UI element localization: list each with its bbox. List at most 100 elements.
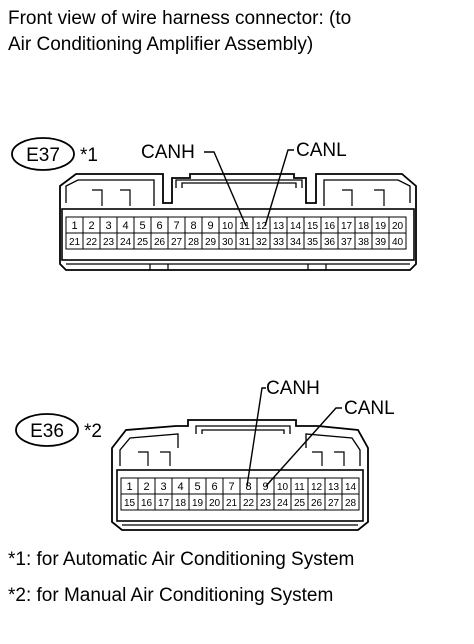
pin-number: 16	[141, 498, 153, 509]
title-line-1: Front view of wire harness connector: (t…	[8, 8, 352, 29]
pin-number: 29	[205, 237, 217, 248]
pin-number: 22	[86, 237, 98, 248]
footnote-2: *2: for Manual Air Conditioning System	[8, 585, 334, 606]
pin-number: 18	[175, 498, 187, 509]
pin-number: 14	[290, 221, 302, 232]
pin-number: 14	[345, 482, 357, 493]
pin-number: 40	[392, 237, 404, 248]
pin-number: 10	[222, 221, 234, 232]
pin-number: 31	[239, 237, 251, 248]
connector-latch	[195, 425, 291, 434]
pin-number: 39	[375, 237, 387, 248]
pin-number: 25	[294, 498, 306, 509]
connector-tabs	[92, 189, 385, 206]
pin-number: 23	[260, 498, 272, 509]
pin-number: 26	[311, 498, 323, 509]
pin-number: 1	[126, 481, 132, 493]
connector-inner-outline	[119, 433, 361, 466]
pin-cell	[388, 232, 407, 250]
pin-number: 18	[358, 221, 370, 232]
pin-number: 11	[294, 482, 305, 493]
pin-number: 28	[345, 498, 357, 509]
pin-number: 6	[156, 220, 162, 232]
pin-number: 16	[324, 221, 336, 232]
pin-number: 33	[273, 237, 285, 248]
pin-number: 23	[103, 237, 115, 248]
connector-latch	[175, 179, 303, 188]
pin-number: 21	[69, 237, 81, 248]
pin-number: 2	[143, 481, 149, 493]
connector-id-oval	[15, 413, 79, 447]
pin-number: 19	[375, 221, 387, 232]
pin-cell	[341, 493, 360, 511]
pin-number: 9	[262, 481, 268, 493]
pin-number: 10	[277, 482, 289, 493]
connector-id: E36	[30, 421, 64, 442]
pin-number: 4	[122, 220, 128, 232]
pin-number: 5	[194, 481, 200, 493]
connector-bottom-key	[66, 263, 410, 270]
pin-number: 3	[105, 220, 111, 232]
pin-number: 17	[341, 221, 353, 232]
pin-number: 8	[245, 481, 251, 493]
pin-number: 4	[177, 481, 183, 493]
pin-number: 24	[120, 237, 132, 248]
pin-number: 15	[124, 498, 136, 509]
callout-canl: CANL	[296, 140, 347, 161]
pin-number: 19	[192, 498, 204, 509]
pin-number: 27	[171, 237, 183, 248]
pin-number: 26	[154, 237, 166, 248]
pin-number: 7	[173, 220, 179, 232]
pin-number: 17	[158, 498, 170, 509]
pin-number: 1	[71, 220, 77, 232]
pin-number: 8	[190, 220, 196, 232]
pin-number: 37	[341, 237, 353, 248]
pin-number: 20	[209, 498, 221, 509]
connector-id-oval	[11, 137, 75, 171]
pin-number: 12	[311, 482, 323, 493]
pin-number: 38	[358, 237, 370, 248]
pin-number: 22	[243, 498, 255, 509]
pin-number: 9	[207, 220, 213, 232]
connector-id: E37	[26, 145, 60, 166]
callout-canh: CANH	[266, 378, 320, 399]
pin-number: 13	[328, 482, 340, 493]
diagram-title: Front view of wire harness connector: (t…	[8, 6, 468, 58]
pin-number: 36	[324, 237, 336, 248]
title-line-2: Air Conditioning Amplifier Assembly)	[8, 34, 314, 55]
pin-number: 30	[222, 237, 234, 248]
pin-number: 27	[328, 498, 340, 509]
pin-number: 20	[392, 221, 404, 232]
pin-number: 2	[88, 220, 94, 232]
leader-line-canl	[265, 407, 342, 487]
pin-number: 6	[211, 481, 217, 493]
connector-note-ref: *1	[80, 145, 98, 166]
pin-number: 12	[256, 221, 268, 232]
callout-canl: CANL	[344, 398, 395, 419]
connector-note-ref: *2	[84, 421, 102, 442]
leader-line-canh	[204, 151, 247, 227]
pin-number: 25	[137, 237, 149, 248]
connector-inner-outline	[65, 179, 411, 206]
pin-number: 34	[290, 237, 302, 248]
pin-number: 21	[226, 498, 238, 509]
pin-number: 24	[277, 498, 289, 509]
pin-number: 28	[188, 237, 200, 248]
pin-number: 11	[239, 221, 250, 232]
pin-number: 5	[139, 220, 145, 232]
pin-number: 15	[307, 221, 319, 232]
leader-line-canh	[246, 387, 266, 487]
leader-line-canl	[264, 149, 294, 227]
pin-number: 7	[228, 481, 234, 493]
pin-number: 32	[256, 237, 268, 248]
callout-canh: CANH	[141, 142, 195, 163]
footnote-1: *1: for Automatic Air Conditioning Syste…	[8, 549, 355, 570]
pin-number: 35	[307, 237, 319, 248]
pin-number: 13	[273, 221, 285, 232]
pin-number: 3	[160, 481, 166, 493]
